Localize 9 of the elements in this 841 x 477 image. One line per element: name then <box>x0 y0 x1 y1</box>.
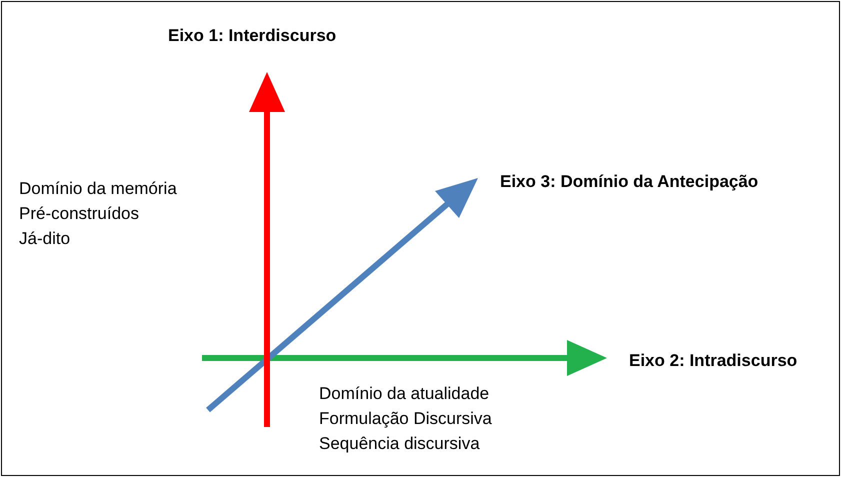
axis-note: Domínio da atualidade <box>319 384 490 404</box>
axis-note: Formulação Discursiva <box>319 409 492 429</box>
axis-title: Eixo 2: Intradiscurso <box>629 351 798 371</box>
axis-note: Já-dito <box>19 229 70 249</box>
axis-note: Sequência discursiva <box>319 434 480 454</box>
axis-note: Domínio da memória <box>19 179 177 199</box>
axis-title: Eixo 1: Interdiscurso <box>168 26 336 46</box>
axis-title: Eixo 3: Domínio da Antecipação <box>500 172 758 192</box>
axis-note: Pré-construídos <box>19 204 139 224</box>
